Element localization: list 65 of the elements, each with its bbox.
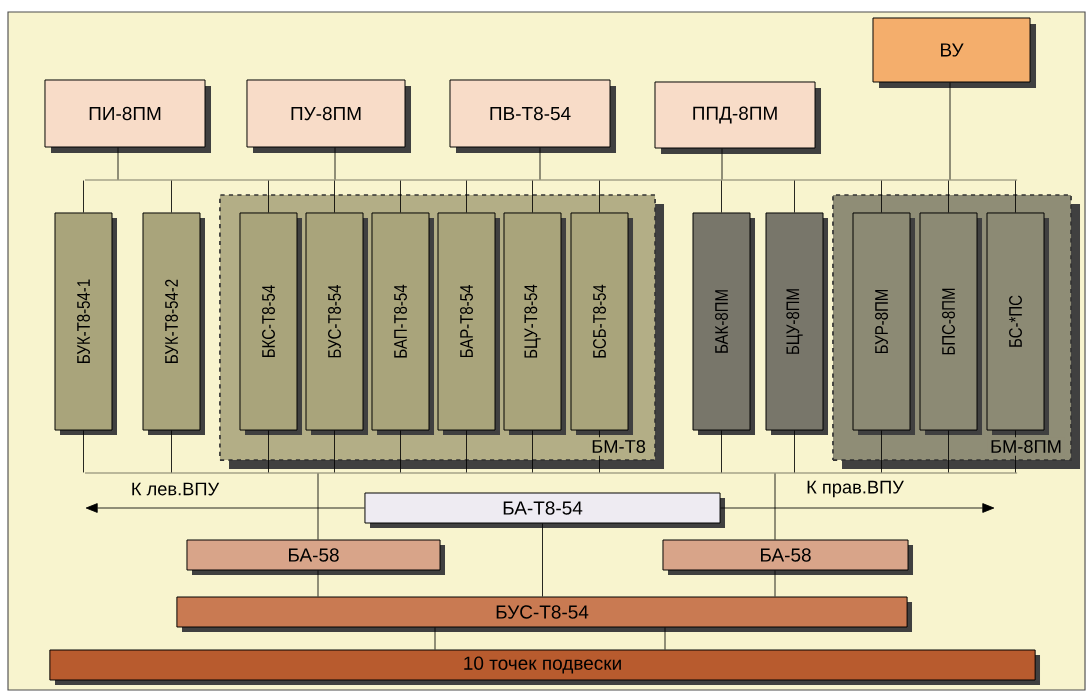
module-box: БУК-Т8-54-2 — [142, 212, 205, 435]
top-box: ПУ-8ПМ — [246, 79, 411, 153]
module-box: БКС-Т8-54 — [239, 212, 302, 435]
connector-line — [334, 180, 335, 213]
connector-line — [466, 180, 467, 213]
module-box: БАП-Т8-54 — [371, 212, 434, 435]
module-box: БАР-Т8-54 — [437, 212, 500, 435]
connector-line — [466, 430, 467, 473]
module-box: БУК-Т8-54-1 — [54, 212, 117, 435]
arrow — [85, 503, 365, 513]
connector-line — [83, 180, 84, 213]
top-box: ППД-8ПМ — [654, 81, 821, 154]
connector-line — [721, 430, 722, 473]
connector-line — [171, 430, 172, 473]
group-label: БМ-Т8 — [588, 437, 649, 456]
connector-line — [400, 430, 401, 473]
connector-line — [532, 430, 533, 473]
connector-line — [948, 430, 949, 473]
module-box: БЦУ-Т8-54 — [503, 212, 566, 435]
top-box: ВУ — [872, 17, 1036, 88]
top-box: ПИ-8ПМ — [44, 79, 211, 153]
module-box: БПС-8ПМ — [919, 212, 982, 435]
connector-line — [949, 82, 951, 180]
connector-line — [334, 147, 336, 180]
unit-bar: 10 точек подвески — [49, 649, 1040, 685]
connector-line — [794, 180, 795, 213]
module-box: БУС-Т8-54 — [305, 212, 368, 435]
connector-line — [881, 430, 882, 473]
edge-label: К лев.ВПУ — [132, 482, 220, 496]
connector-line — [664, 627, 666, 650]
connector-line — [948, 180, 949, 213]
connector-line — [881, 180, 882, 213]
connector-line — [334, 430, 335, 473]
connector-line — [794, 430, 795, 473]
module-box: БАК-8ПМ — [692, 212, 755, 435]
connector-line — [117, 147, 119, 180]
connector-line — [774, 473, 776, 540]
connector-line — [268, 430, 269, 473]
connector-line — [721, 148, 723, 180]
unit-bar: БА-58 — [662, 539, 913, 575]
connector-line — [83, 430, 84, 473]
module-box: БСБ-Т8-54 — [570, 212, 633, 435]
module-box: БЦУ-8ПМ — [765, 212, 828, 435]
connector-line — [434, 627, 436, 650]
connector-line — [774, 570, 776, 597]
unit-bar: БУС-Т8-54 — [176, 596, 912, 632]
top-box: ПВ-Т8-54 — [449, 79, 616, 153]
unit-bar: БА-Т8-54 — [364, 492, 725, 528]
connector-line — [599, 180, 600, 213]
unit-bar: БА-58 — [186, 539, 445, 575]
edge-label: К прав.ВПУ — [807, 480, 904, 498]
connector-line — [542, 523, 543, 597]
group-label: БМ-8ПМ — [987, 437, 1065, 456]
module-box: БУР-8ПМ — [852, 212, 915, 435]
connector-line — [1015, 180, 1016, 213]
connector-line — [317, 570, 319, 597]
connector-line — [171, 180, 172, 213]
connector-line — [317, 473, 319, 540]
connector-line — [532, 180, 533, 213]
arrow — [720, 503, 995, 513]
module-box: БС-*ПС — [986, 212, 1049, 435]
connector-line — [268, 180, 269, 213]
connector-line — [539, 147, 541, 180]
connector-line — [400, 180, 401, 213]
connector-line — [721, 180, 722, 213]
